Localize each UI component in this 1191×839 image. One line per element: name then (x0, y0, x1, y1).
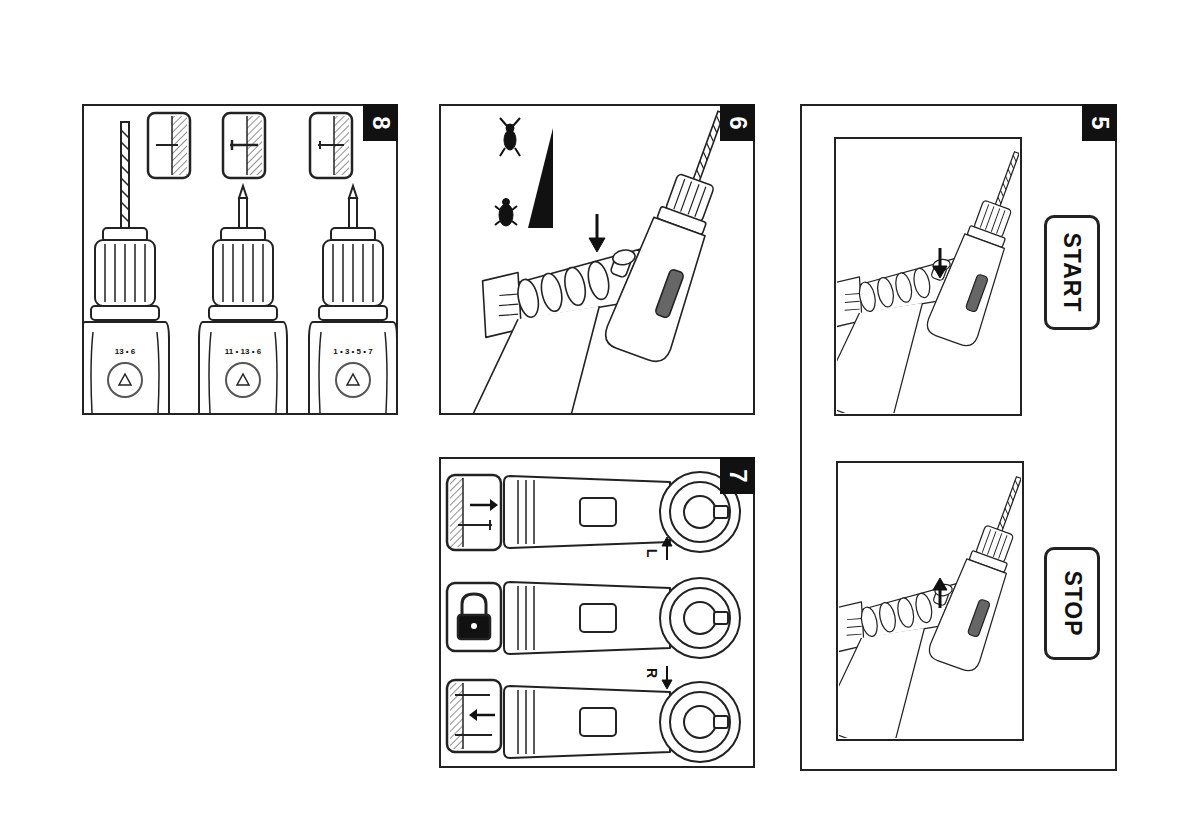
instruction-panel: 5START STOP (800, 104, 1117, 771)
direction-letter: L (645, 549, 659, 558)
direction-letter: R (645, 668, 659, 678)
press-arrow (933, 248, 947, 278)
panel-number-badge: 5 (1082, 104, 1117, 141)
stop-label-box: STOP (1044, 547, 1100, 660)
instruction-panel: 7 (439, 457, 755, 768)
dial-scale: 11 • 13 • 6 (225, 348, 261, 356)
panel-number: 7 (725, 469, 749, 482)
drill-figure (441, 106, 753, 413)
start-label-box: START (1044, 215, 1100, 330)
button-label: START (1061, 232, 1084, 312)
drill-figure (837, 140, 1019, 413)
forward-icon (447, 680, 501, 752)
screwdriver-bit (239, 186, 357, 230)
direction-arrow (662, 537, 672, 689)
fast-rabbit-icon (500, 118, 520, 156)
drill-top-view (504, 682, 740, 762)
instruction-panel: 6 (439, 104, 755, 415)
screw-mode-icon (223, 113, 265, 178)
drill-bit (121, 122, 129, 230)
speed-wedge (528, 128, 553, 228)
reverse-icon (447, 475, 501, 550)
drill-mode-icon (148, 113, 190, 178)
panel-number-badge: 7 (720, 457, 755, 494)
setting-mark (119, 374, 359, 385)
press-arrow (589, 214, 605, 252)
setting-highlight (108, 363, 370, 397)
drill-top-view (504, 472, 740, 552)
dial-scale: 1 • 3 • 5 • 7 (333, 348, 373, 356)
small-screw-icon (310, 113, 352, 178)
drill-front-view (84, 228, 169, 413)
slow-turtle-icon (495, 199, 517, 227)
drill-figure (839, 464, 1021, 738)
instruction-panel: 8 (82, 104, 398, 415)
panel-number: 5 (1087, 116, 1111, 129)
drill-front-view (199, 228, 287, 413)
lock-icon (447, 583, 501, 651)
release-arrow (933, 578, 947, 608)
drill-front-view (309, 228, 396, 413)
panel-number: 8 (368, 116, 392, 129)
panel-number: 6 (725, 116, 749, 129)
panel-number-badge: 6 (720, 104, 755, 141)
dial-scale: 13 • 6 (115, 348, 136, 356)
button-label: STOP (1061, 570, 1084, 636)
drill-top-view (504, 578, 740, 658)
panel-number-badge: 8 (363, 104, 398, 141)
